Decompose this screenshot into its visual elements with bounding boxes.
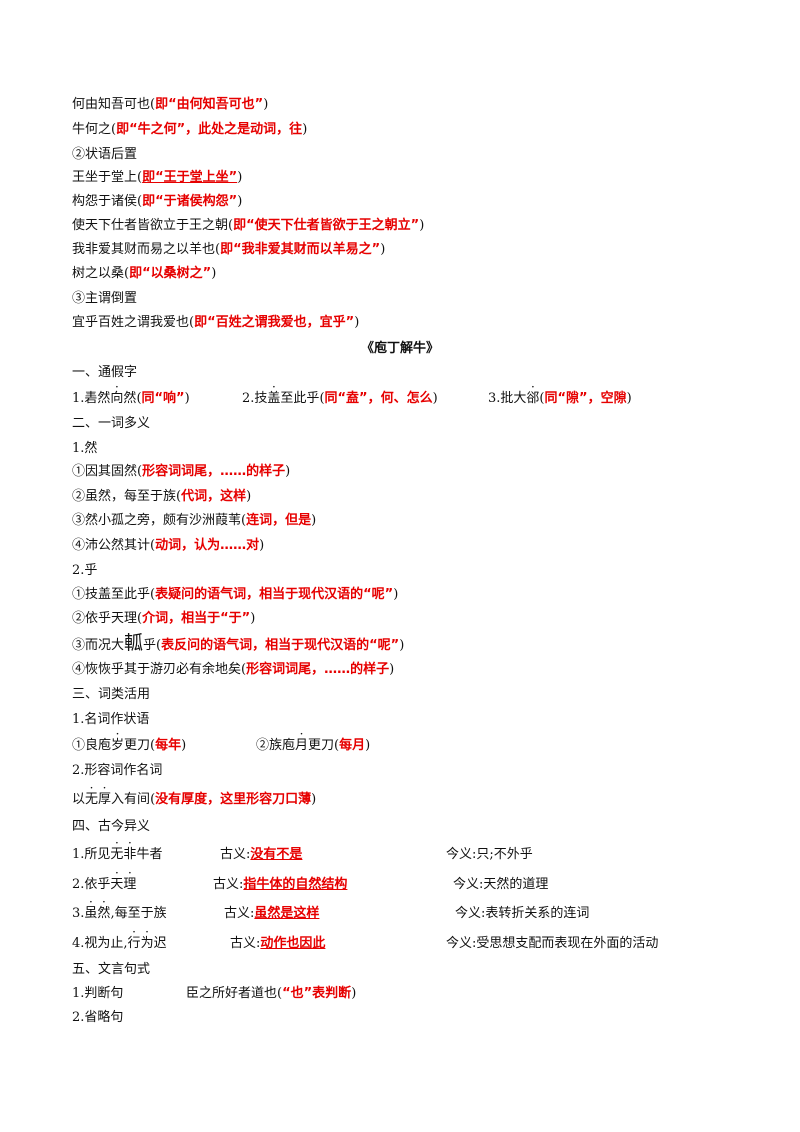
word-label: 1.然 (72, 441, 98, 456)
example-line: 构怨于诸侯(即“于诸侯构怨”) (72, 194, 243, 209)
example-line: 我非爱其财而易之以羊也(即“我非爱其财而以羊易之”) (72, 242, 386, 257)
word-label: 1.名词作状语 (72, 712, 150, 727)
word-label: 2.形容词作名词 (72, 763, 163, 778)
red-annotation: 即“王于堂上坐” (142, 170, 238, 185)
red-annotation: 代词，这样 (181, 489, 247, 504)
red-annotation: 即“百姓之谓我爱也，宜乎” (194, 315, 355, 330)
red-annotation: 表疑问的语气词，相当于现代汉语的“呢” (155, 587, 394, 602)
ancient-meaning: 没有不是 (250, 847, 303, 862)
tongjia-item: 2.技盖至此乎(同“盍”，何、怎么) (242, 390, 438, 408)
ancient-meaning: 虽然是这样 (254, 906, 320, 921)
red-annotation: 表反问的语气词，相当于现代汉语的“呢” (161, 638, 400, 653)
section-heading: 一、通假字 (72, 365, 138, 380)
word-label: 2.乎 (72, 563, 98, 578)
example-line: ④沛公然其计(动词，认为……对) (72, 538, 265, 553)
example-line: 宜乎百姓之谓我爱也(即“百姓之谓我爱也，宜乎”) (72, 315, 360, 330)
red-annotation: “也”表判断 (282, 986, 352, 1001)
example-line: 使天下仕者皆欲立于王之朝(即“使天下仕者皆欲于王之朝立”) (72, 218, 425, 233)
example-line: ③而况大軱乎(表反问的语气词，相当于现代汉语的“呢”) (72, 632, 405, 654)
section-heading: 五、文言句式 (72, 962, 151, 977)
word-label: 2.省略句 (72, 1010, 124, 1025)
ancient-meaning: 指牛体的自然结构 (243, 877, 348, 892)
red-annotation: 即“牛之何”，此处之是动词，往 (116, 122, 303, 137)
red-annotation: 介词，相当于“于” (142, 611, 251, 626)
red-annotation: 即“由何知吾可也” (155, 97, 264, 112)
example-line: 王坐于堂上(即“王于堂上坐”) (72, 170, 243, 185)
ancient-meaning: 动作也因此 (260, 936, 326, 951)
red-annotation: 形容词词尾，……的样子 (142, 464, 286, 479)
section-heading: 三、词类活用 (72, 687, 151, 702)
example-line: ②依乎天理(介词，相当于“于”) (72, 611, 256, 626)
modern-meaning: 天然的道理 (483, 877, 549, 892)
tongjia-item: 3.批大郤(同“隙”，空隙) (488, 390, 632, 408)
tongjia-item: 1.砉然向然(同“响”) (72, 390, 190, 408)
red-annotation: 即“于诸侯构怨” (142, 194, 238, 209)
example-line: ①技盖至此乎(表疑问的语气词，相当于现代汉语的“呢”) (72, 587, 399, 602)
red-annotation: 同“盍”，何、怎么 (324, 391, 433, 406)
section-heading: 四、古今异义 (72, 819, 151, 834)
subsection-heading: ③主谓倒置 (72, 291, 138, 306)
example-line: ④恢恢乎其于游刃必有余地矣(形容词词尾，……的样子) (72, 662, 395, 677)
red-annotation: 动词，认为……对 (155, 538, 260, 553)
red-annotation: 即“以桑树之” (129, 266, 212, 281)
red-annotation: 同“响” (141, 391, 185, 406)
example-line: 树之以桑(即“以桑树之”) (72, 266, 217, 281)
modern-meaning: 受思想支配而表现在外面的活动 (476, 936, 659, 951)
modern-meaning: 表转折关系的连词 (485, 906, 590, 921)
red-annotation: 每年 (155, 738, 182, 753)
red-annotation: 同“隙”，空隙 (544, 391, 627, 406)
red-annotation: 连词，但是 (246, 513, 312, 528)
example-line: ①因其固然(形容词词尾，……的样子) (72, 464, 291, 479)
red-annotation: 每月 (339, 738, 366, 753)
subsection-heading: ②状语后置 (72, 147, 138, 162)
red-annotation: 形容词词尾，……的样子 (246, 662, 390, 677)
example-item: ②族庖月更刀(每月) (256, 737, 370, 755)
red-annotation: 即“使天下仕者皆欲于王之朝立” (233, 218, 420, 233)
article-title: 《庖丁解牛》 (360, 341, 439, 356)
example-line: 以无厚入有间(没有厚度，这里形容刀口薄) (72, 791, 316, 809)
modern-meaning: 只;不外乎 (476, 847, 533, 862)
example-line: 何由知吾可也(即“由何知吾可也”) (72, 97, 269, 112)
red-annotation: 即“我非爱其财而以羊易之” (220, 242, 381, 257)
example-line: 牛何之(即“牛之何”，此处之是动词，往) (72, 122, 308, 137)
example-line: ③然小孤之旁，颇有沙洲葭苇(连词，但是) (72, 513, 317, 528)
example-item: ①良庖岁更刀(每年) (72, 737, 186, 755)
red-annotation: 没有厚度，这里形容刀口薄 (155, 792, 312, 807)
example-line: ②虽然，每至于族(代词，这样) (72, 489, 252, 504)
section-heading: 二、一词多义 (72, 416, 151, 431)
